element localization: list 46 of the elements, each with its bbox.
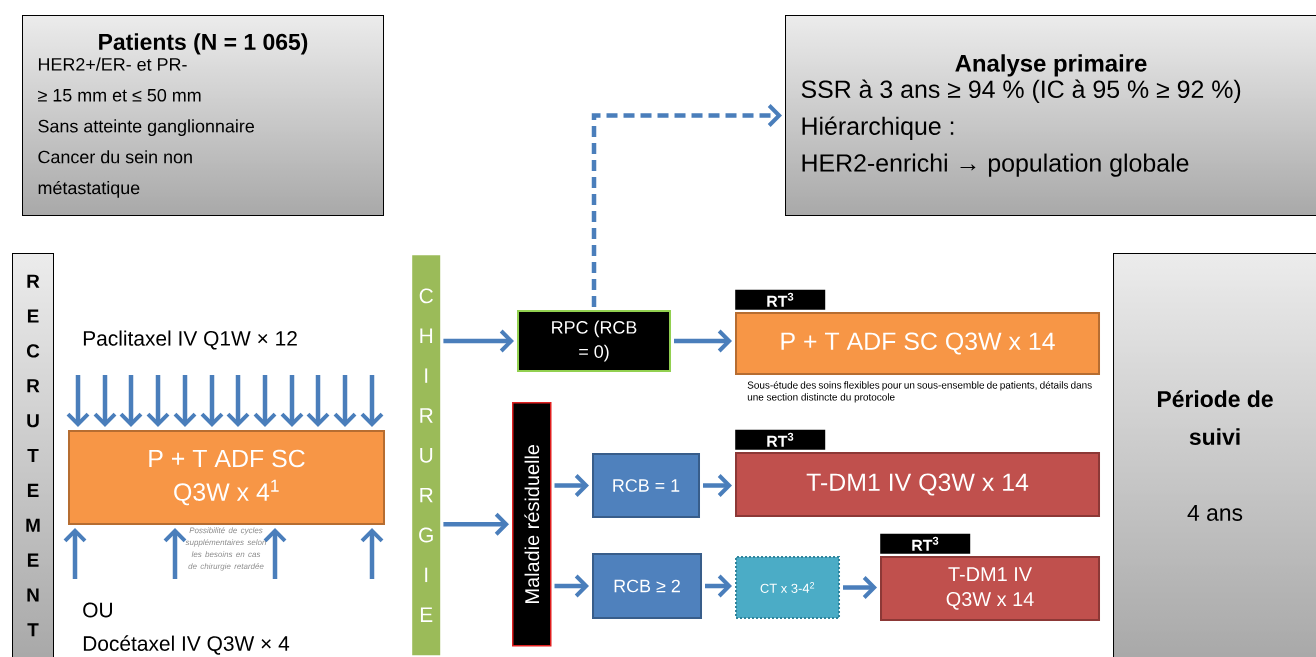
analysis-box: Analyse primaire SSR à 3 ans ≥ 94 % (IC à 95 % ≥ 92 %) Hiérarchique : HER2-enrichi → population globale	[785, 15, 1316, 216]
arrow	[360, 375, 384, 427]
result-box: RCB ≥ 2	[592, 553, 702, 619]
arrow	[63, 528, 87, 579]
arrow	[443, 329, 514, 353]
label-text: Docétaxel IV Q3W × 4	[83, 635, 290, 655]
result-box: RPC (RCB = 0)	[517, 310, 671, 372]
arrow	[705, 574, 732, 598]
note-text: Sous-étude des soins flexibles pour un sous-ensemble de patients, détails dans une section distincte du protocole	[747, 381, 1092, 403]
label-text: Paclitaxel IV Q1W × 12	[83, 330, 297, 350]
criteria-box: Patients (N = 1 065) HER2+/ER- et PR- ≥ 15 mm et ≤ 50 mm Sans atteinte ganglionnaire Cancer du sein non métastatique	[22, 15, 384, 216]
arrow	[93, 375, 117, 427]
tab-label: RT$^{3}$	[735, 289, 826, 310]
arrow	[333, 375, 357, 427]
arrow	[360, 528, 384, 579]
arrow	[306, 375, 330, 427]
arrow	[674, 329, 732, 353]
arrow	[443, 512, 509, 536]
arrow	[200, 375, 224, 427]
arrow	[163, 528, 187, 579]
arrow	[146, 375, 170, 427]
vertical-bar: RECRUTEMENT	[12, 253, 54, 657]
vertical-bar: CHIRURGIE	[412, 255, 441, 656]
treatment-box: T-DM1 IV Q3W x 14	[880, 556, 1100, 621]
arrow	[554, 574, 589, 598]
label-text: OU	[83, 602, 112, 618]
treatment-box: P + T ADF SC Q3W x 4$^{1}$	[68, 430, 385, 525]
arrow	[843, 576, 877, 599]
arrow	[253, 375, 277, 427]
arrow	[226, 375, 250, 427]
arrow	[703, 474, 732, 497]
result-box: RCB = 1	[592, 453, 700, 518]
arrow	[591, 104, 782, 307]
treatment-box: T-DM1 IV Q3W x 14	[735, 452, 1100, 517]
vertical-bar: Maladie résiduelle	[512, 402, 552, 647]
treatment-box: P + T ADF SC Q3W x 14	[735, 312, 1100, 375]
arrow	[119, 375, 143, 427]
follow-up-box: Période de suivi 4 ans	[1113, 253, 1316, 657]
arrow	[280, 375, 304, 427]
tab-label: RT$^{3}$	[735, 429, 826, 450]
arrow	[554, 474, 589, 497]
arrow	[263, 528, 287, 579]
tab-label: RT$^{3}$	[880, 533, 971, 554]
arrow	[173, 375, 197, 427]
arrow	[66, 375, 90, 427]
chemo-box: CT x 3-4$^{2}$	[735, 556, 840, 619]
